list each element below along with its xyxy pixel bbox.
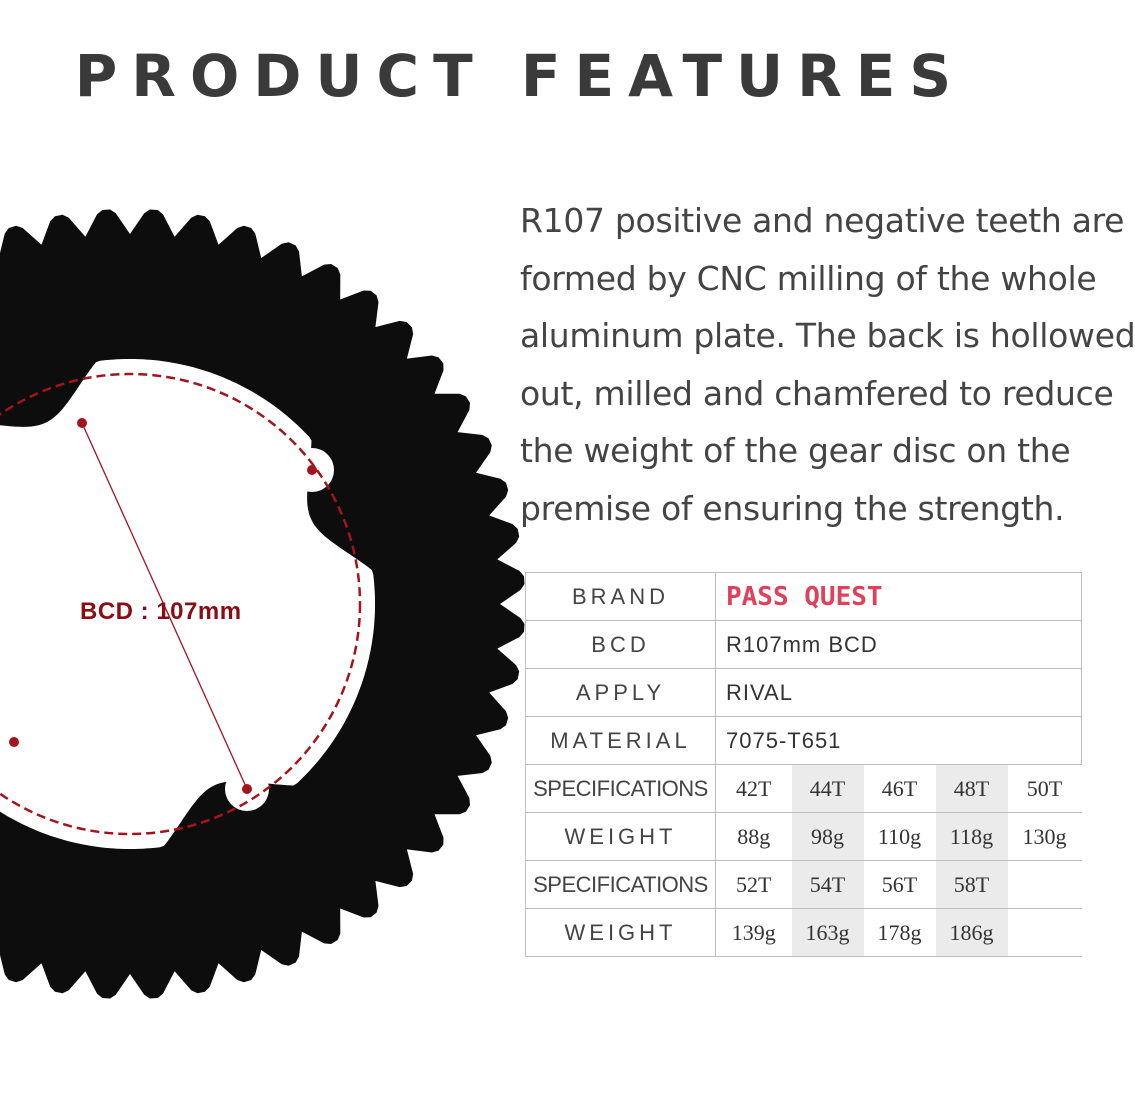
product-description: R107 positive and negative teeth are for…	[520, 192, 1135, 537]
spec-row: SPECIFICATIONS 52T 54T 56T 58T	[525, 860, 1082, 909]
weight-cell: 98g	[791, 812, 864, 861]
description-line: R107 positive and negative teeth are	[520, 201, 1125, 240]
material-row: MATERIAL 7075-T651	[525, 716, 1083, 765]
weight-row: WEIGHT 88g 98g 110g 118g 130g	[525, 812, 1082, 861]
material-label: MATERIAL	[525, 716, 716, 765]
bcd-row-label: BCD	[525, 620, 716, 669]
brand-value: PASS QUEST	[714, 572, 1083, 621]
weight-label: WEIGHT	[525, 908, 716, 957]
spec-row: SPECIFICATIONS 42T 44T 46T 48T 50T	[525, 764, 1082, 813]
apply-row: APPLY RIVAL	[525, 668, 1083, 717]
bolt-center-dot	[307, 465, 317, 475]
bcd-row: BCD R107mm BCD	[525, 620, 1083, 669]
weight-cell: 118g	[935, 812, 1008, 861]
spec-cell: 54T	[791, 860, 864, 909]
spec-cell: 44T	[791, 764, 864, 813]
material-value: 7075-T651	[714, 716, 1083, 765]
spec-cell: 58T	[935, 860, 1008, 909]
description-line: out, milled and chamfered to reduce	[520, 373, 1114, 413]
spec-label: SPECIFICATIONS	[525, 764, 716, 813]
spec-cell: 50T	[1007, 764, 1082, 813]
bcd-circle	[0, 372, 362, 836]
spec-cell: 48T	[935, 764, 1008, 813]
spec-table: BRAND PASS QUEST BCD R107mm BCD APPLY RI…	[525, 572, 1083, 957]
weight-label: WEIGHT	[525, 812, 716, 861]
bcd-label: BCD : 107mm	[80, 598, 242, 625]
brand-logo: PASS QUEST	[726, 581, 883, 612]
spec-cell: 42T	[715, 764, 792, 813]
page-title: PRODUCT FEATURES	[74, 42, 966, 110]
weight-row: WEIGHT 139g 163g 178g 186g	[525, 908, 1082, 957]
chainring-image	[0, 209, 525, 999]
weight-cell: 88g	[715, 812, 792, 861]
weight-cell: 130g	[1007, 812, 1082, 861]
apply-label: APPLY	[525, 668, 716, 717]
brand-row: BRAND PASS QUEST	[525, 572, 1083, 621]
weight-cell: 186g	[935, 908, 1008, 957]
weight-cell: 163g	[791, 908, 864, 957]
weight-cell: 178g	[863, 908, 936, 957]
spec-cell: 56T	[863, 860, 936, 909]
apply-value: RIVAL	[714, 668, 1083, 717]
bolt-center-dot	[9, 737, 19, 747]
brand-label: BRAND	[525, 572, 716, 621]
description-line: aluminum plate. The back is hollowed	[520, 316, 1135, 355]
bcd-row-value: R107mm BCD	[714, 620, 1083, 669]
spec-label: SPECIFICATIONS	[525, 860, 716, 909]
description-line: premise of ensuring the strength.	[520, 488, 1065, 528]
spec-cell: 52T	[715, 860, 792, 909]
weight-cell	[1007, 908, 1082, 957]
spec-cell	[1007, 860, 1082, 909]
description-line: formed by CNC milling of the whole	[520, 258, 1097, 298]
chainring-body	[0, 209, 525, 999]
spec-cell: 46T	[863, 764, 936, 813]
weight-cell: 139g	[715, 908, 792, 957]
bcd-diameter-line	[81, 422, 248, 790]
weight-cell: 110g	[863, 812, 936, 861]
description-line: the weight of the gear disc on the	[520, 431, 1071, 470]
